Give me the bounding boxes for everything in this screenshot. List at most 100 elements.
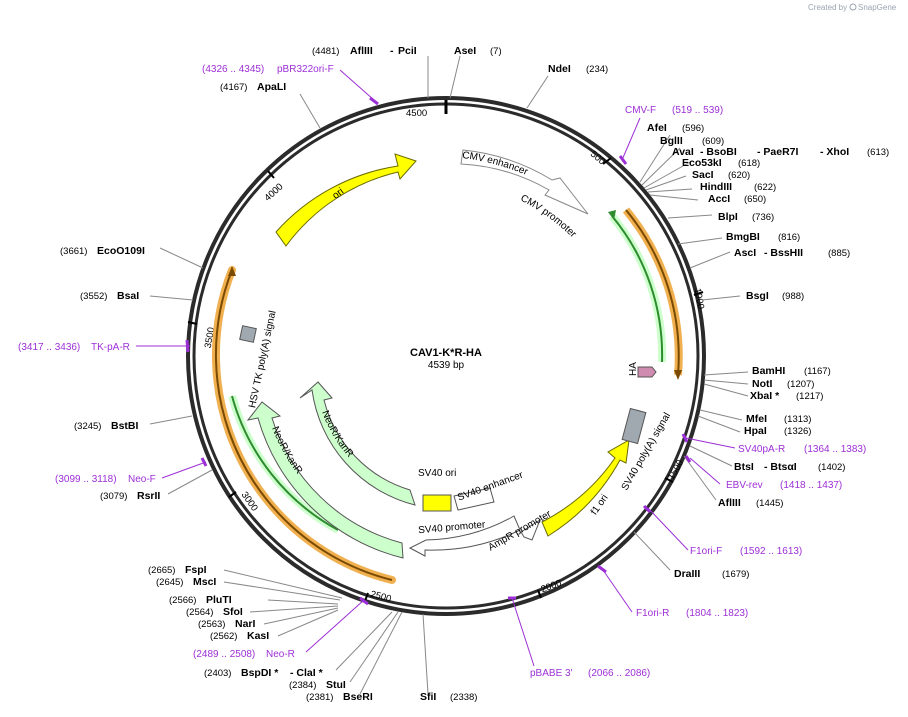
sv40-promoter-arrow bbox=[408, 515, 521, 557]
pluTI-pos: (2566) bbox=[169, 595, 196, 606]
plasmid-name: CAV1-K*R-HA bbox=[410, 347, 482, 359]
hpaI-pos: (1326) bbox=[784, 426, 811, 437]
f1ori-f-label: F1ori-F bbox=[690, 546, 722, 557]
left-orange-arrowhead bbox=[228, 266, 236, 276]
pciI-label: PciI bbox=[398, 45, 417, 57]
kasI-pos: (2562) bbox=[210, 631, 237, 642]
tick-4500: 4500 bbox=[406, 108, 427, 119]
neo-f-label: Neo-F bbox=[128, 474, 156, 485]
notI-pos: (1207) bbox=[787, 379, 814, 390]
ha-label: HA bbox=[628, 362, 639, 376]
right-green-arrowhead bbox=[608, 210, 616, 220]
bmgBI-label: BmgBI bbox=[726, 231, 760, 243]
bsaI-pos: (3552) bbox=[80, 291, 107, 302]
accI-label: AccI bbox=[708, 193, 730, 205]
rsrII-pos: (3079) bbox=[100, 491, 127, 502]
pbabe3-label: pBABE 3' bbox=[530, 668, 573, 679]
ndeI-label: NdeI bbox=[548, 63, 571, 75]
cmv-enhancer-arrow bbox=[460, 149, 589, 215]
f1ori-r-label: F1ori-R bbox=[636, 608, 669, 619]
rsrII-label: RsrII bbox=[137, 490, 160, 502]
tick-1000: 1000 bbox=[692, 287, 707, 310]
primer-labels: (4326 .. 4345) pBR322ori-F CMV-F (519 ..… bbox=[18, 64, 866, 679]
ascI-label: AscI bbox=[734, 247, 756, 259]
right-green-bar-core bbox=[611, 215, 664, 363]
sfoI-pos: (2564) bbox=[186, 607, 213, 618]
enzyme-labels: (4481) AflIII - PciI AseI (7) NdeI (234)… bbox=[60, 45, 889, 703]
ampr-promoter-arrow bbox=[520, 518, 542, 541]
ascI-bssHII-pos: (885) bbox=[828, 248, 850, 259]
mfeI-label: MfeI bbox=[746, 413, 767, 425]
paeR7I-label: - PaeR7I bbox=[757, 146, 799, 158]
pbr322ori-f-label: pBR322ori-F bbox=[277, 64, 334, 75]
right-orange-bar-core bbox=[625, 209, 680, 376]
hsv-tk-polya-label: HSV TK poly(A) signal bbox=[247, 310, 278, 409]
draIII-pos: (1679) bbox=[722, 569, 749, 580]
snapgene-logo-icon bbox=[849, 3, 857, 11]
kasI-label: KasI bbox=[247, 630, 269, 642]
fspI-pos: (2665) bbox=[148, 565, 175, 576]
snapgene-credit: Created by SnapGene bbox=[808, 3, 897, 12]
accI-pos: (650) bbox=[744, 194, 766, 205]
blpI-pos: (736) bbox=[752, 212, 774, 223]
afeI-pos: (596) bbox=[682, 123, 704, 134]
blpI-label: BlpI bbox=[718, 211, 738, 223]
mscI-pos: (2645) bbox=[156, 577, 183, 588]
aseI-pos: (7) bbox=[490, 46, 502, 57]
bspDI-label: BspDI * bbox=[241, 667, 279, 679]
btsI-group-pos: (1402) bbox=[818, 462, 845, 473]
svg-text:Created by: Created by bbox=[808, 3, 847, 12]
aflIII-pciI-pos: (4481) bbox=[312, 46, 339, 57]
aflIII-2-label: AflIII bbox=[718, 497, 741, 509]
bglII-pos: (609) bbox=[702, 136, 724, 147]
bmgBI-pos: (816) bbox=[778, 232, 800, 243]
draIII-label: DraIII bbox=[674, 568, 700, 580]
sv40pa-r-range: (1364 .. 1383) bbox=[804, 444, 866, 455]
bsaI-label: BsaI bbox=[117, 290, 139, 302]
scale-ticks: 500 1000 1500 2000 2500 3000 3500 4000 4… bbox=[187, 108, 707, 605]
right-green-bar bbox=[608, 213, 667, 363]
stuI-pos: (2384) bbox=[289, 680, 316, 691]
f1-ori-arrow bbox=[541, 439, 630, 537]
sv40-ori-label: SV40 ori bbox=[418, 468, 456, 479]
ebv-rev-label: EBV-rev bbox=[726, 480, 763, 491]
bsgI-pos: (988) bbox=[782, 291, 804, 302]
left-green-bar-core bbox=[231, 395, 339, 531]
avaI-label: AvaI bbox=[672, 146, 694, 158]
apaLI-pos: (4167) bbox=[220, 82, 247, 93]
sv40-ori-box bbox=[422, 494, 452, 512]
bseRI-label: BseRI bbox=[343, 691, 373, 703]
mfeI-pos: (1313) bbox=[784, 414, 811, 425]
hsv-tk-polya-box bbox=[239, 325, 257, 343]
neor-kanr-arrow-2 bbox=[246, 401, 404, 559]
afeI-label: AfeI bbox=[647, 122, 667, 134]
ebv-rev-range: (1418 .. 1437) bbox=[780, 480, 842, 491]
tick-4000: 4000 bbox=[262, 181, 285, 203]
bspDI-pos: (2403) bbox=[204, 668, 231, 679]
snapgene-brand: SnapGene bbox=[858, 3, 897, 12]
btsaI-label: - BtsαI bbox=[764, 461, 797, 473]
pbabe3-range: (2066 .. 2086) bbox=[588, 668, 650, 679]
xbaI-pos: (1217) bbox=[796, 391, 823, 402]
backbone bbox=[186, 96, 706, 616]
left-orange-bar-core bbox=[214, 269, 393, 581]
hpaI-label: HpaI bbox=[744, 425, 767, 437]
f1ori-r-range: (1804 .. 1823) bbox=[686, 608, 748, 619]
eco53kI-pos: (618) bbox=[738, 158, 760, 169]
bstBI-pos: (3245) bbox=[74, 421, 101, 432]
notI-label: NotI bbox=[752, 378, 772, 390]
neo-f-range: (3099 .. 3118) bbox=[55, 474, 117, 485]
sacI-label: SacI bbox=[692, 169, 714, 181]
bsgI-label: BsgI bbox=[746, 290, 769, 302]
hindIII-label: HindIII bbox=[700, 181, 732, 193]
plasmid-size: 4539 bp bbox=[428, 360, 465, 371]
sv40-polya-box bbox=[621, 407, 647, 445]
bglII-label: BglII bbox=[660, 135, 683, 147]
bamHI-pos: (1167) bbox=[804, 366, 831, 377]
bstBI-label: BstBI bbox=[111, 420, 139, 432]
ndeI-pos: (234) bbox=[586, 64, 608, 75]
ori-arrow bbox=[275, 153, 417, 247]
leader-lines bbox=[149, 55, 749, 695]
cmv-f-label: CMV-F bbox=[625, 105, 656, 116]
